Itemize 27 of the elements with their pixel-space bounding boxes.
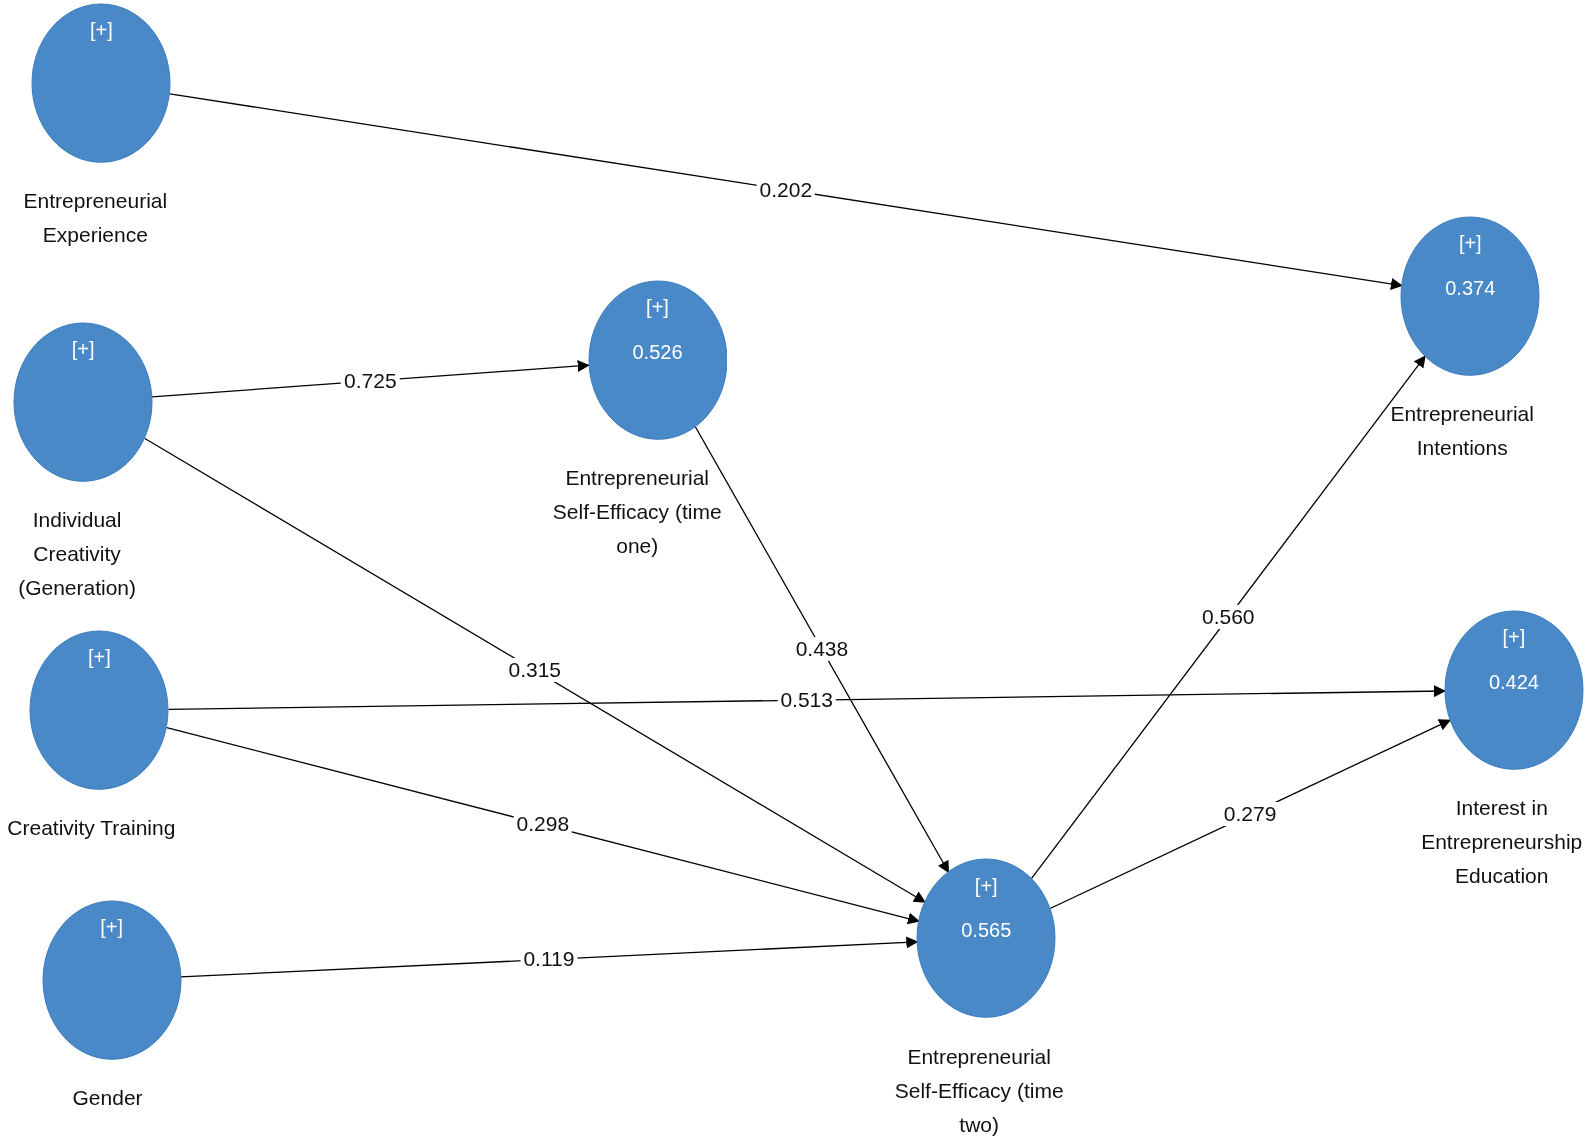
path-arrow: [166, 726, 920, 925]
expand-marker: [+]: [88, 645, 111, 670]
r-squared-value: 0.374: [1445, 276, 1496, 300]
path-arrow: [179, 936, 919, 978]
expand-marker: [+]: [974, 873, 998, 898]
variable-name: Interest in Entrepreneurship Education: [1420, 795, 1584, 890]
path-arrow: [143, 437, 926, 903]
expand-marker: [+]: [646, 295, 669, 320]
path-arrow: [169, 93, 1403, 290]
variable-name: Entrepreneurial Experience: [22, 188, 169, 249]
expand-marker: [+]: [71, 336, 95, 361]
expand-marker: [+]: [1502, 625, 1526, 650]
variable-name: Gender: [71, 1085, 144, 1112]
variable-name: Entrepreneurial Self-Efficacy (time two): [893, 1043, 1065, 1138]
expand-marker: [+]: [90, 18, 113, 43]
variable-name: Entrepreneurial Self-Efficacy (time one): [551, 465, 723, 560]
r-squared-value: 0.424: [1488, 669, 1539, 694]
r-squared-value: 0.565: [961, 918, 1012, 943]
variable-name: Individual Creativity (Generation): [17, 506, 138, 601]
path-arrow: [694, 425, 950, 874]
path-arrow: [167, 685, 1446, 710]
expand-marker: [+]: [1458, 231, 1482, 256]
variable-name: Entrepreneurial Intentions: [1389, 401, 1535, 462]
path-arrow: [1030, 355, 1426, 880]
expand-marker: [+]: [100, 915, 123, 940]
r-squared-value: 0.526: [632, 339, 683, 364]
variable-name: Creativity Training: [6, 815, 177, 842]
